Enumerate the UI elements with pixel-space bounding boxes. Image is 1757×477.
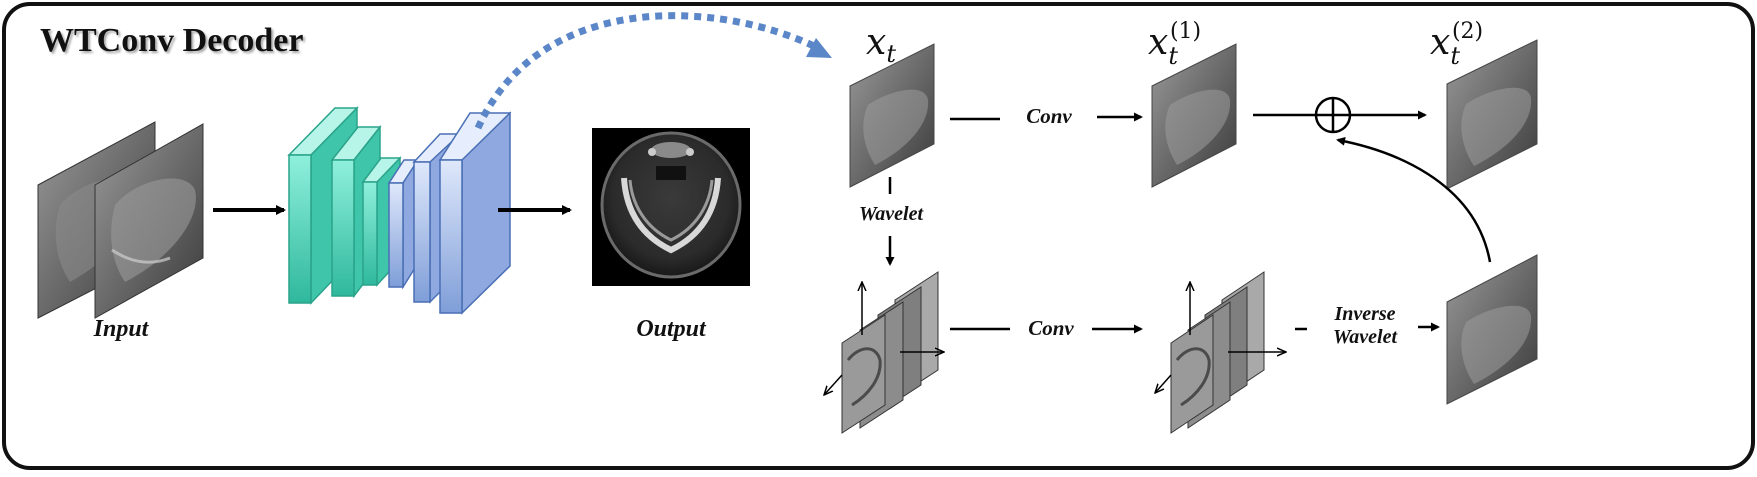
x2-image xyxy=(1446,39,1538,190)
xt-base: x xyxy=(866,22,887,63)
zoom-dotted-arrow xyxy=(474,12,820,130)
x1-sub: t xyxy=(1168,42,1178,70)
network-layers xyxy=(287,106,512,315)
inverse-wavelet-image xyxy=(1446,254,1538,405)
x1-base: x xyxy=(1148,22,1169,63)
output-image xyxy=(592,128,750,286)
xt-image xyxy=(849,43,935,188)
conv-bottom-label: Conv xyxy=(1028,316,1074,340)
layer-teal-3 xyxy=(362,181,378,286)
layer-teal-1 xyxy=(288,154,312,304)
zoom-dotted-arrowhead xyxy=(806,38,832,58)
wavelet-stack-left xyxy=(824,271,944,434)
diagram-title: WTConv Decoder xyxy=(40,22,304,59)
x2-label: xt(2) xyxy=(1430,19,1491,70)
x2-base: x xyxy=(1430,22,1451,63)
xt-sub: t xyxy=(886,40,896,68)
output-label: Output xyxy=(636,316,706,342)
inverse-wavelet-line2: Wavelet xyxy=(1332,326,1398,348)
x2-sup: (2) xyxy=(1451,19,1484,44)
axes-icon-right-diag xyxy=(1155,374,1172,393)
input-label: Input xyxy=(93,316,149,342)
residual-curve-arrow xyxy=(1336,136,1492,263)
layer-blue-1 xyxy=(388,182,404,288)
x1-image xyxy=(1151,43,1237,188)
conv-top-label: Conv xyxy=(1026,104,1072,128)
add-icon xyxy=(1314,96,1352,134)
x2-sub: t xyxy=(1450,42,1460,70)
xt-label: xt xyxy=(866,22,896,68)
wavelet-stack-right xyxy=(1155,271,1286,434)
x1-label: xt(1) xyxy=(1148,19,1209,70)
outer-frame xyxy=(2,2,1755,470)
x1-sup: (1) xyxy=(1169,19,1202,44)
wavelet-label: Wavelet xyxy=(858,203,924,225)
inverse-wavelet-label: Inverse Wavelet xyxy=(1310,303,1420,349)
layer-blue-3 xyxy=(439,159,463,314)
layer-blue-2 xyxy=(413,161,431,303)
input-slices xyxy=(37,121,204,319)
axes-icon-left-diag xyxy=(824,374,843,395)
layer-teal-2 xyxy=(331,159,355,297)
inverse-wavelet-line1: Inverse xyxy=(1334,303,1396,325)
